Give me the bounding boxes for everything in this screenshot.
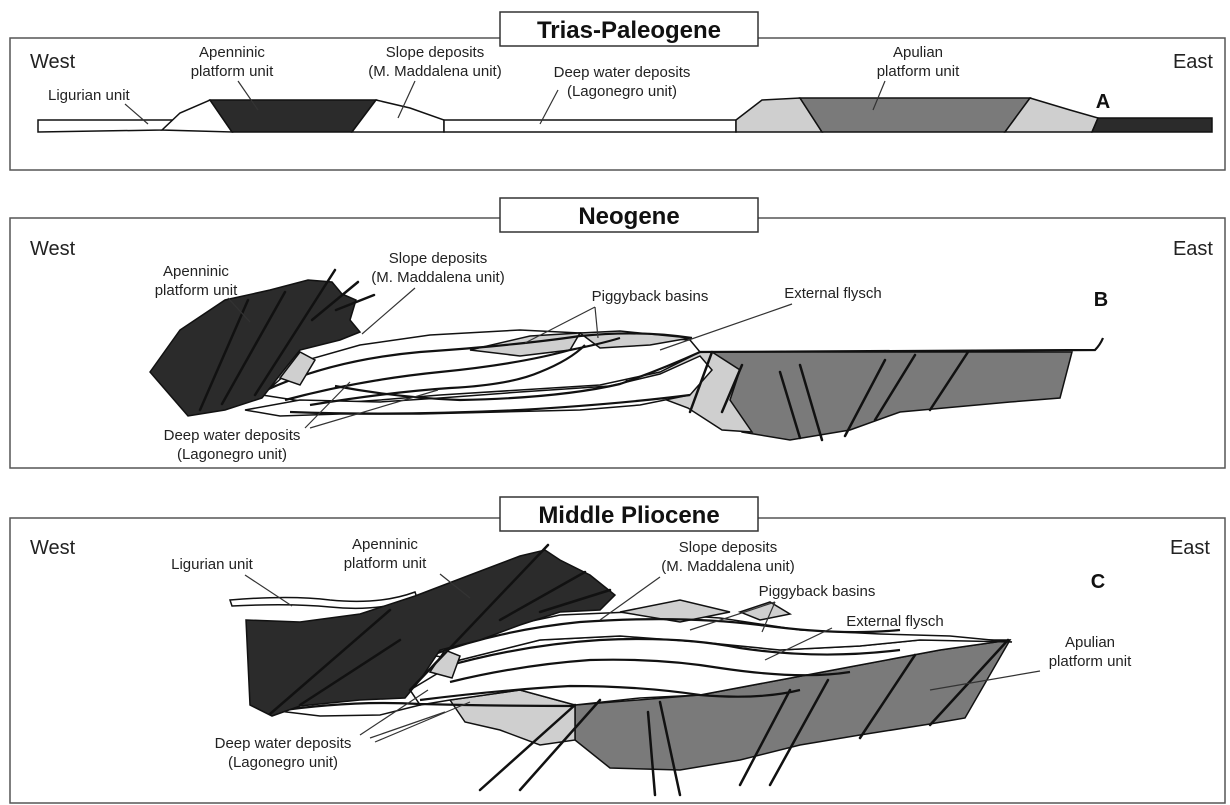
b-apenninic-label-2: platform unit (155, 282, 238, 299)
a-deep-water-deposits (444, 120, 736, 132)
panel-b-letter: B (1094, 289, 1108, 311)
a-ligurian-unit (38, 120, 180, 132)
panel-b: Neogene West East B (10, 198, 1225, 468)
panel-a-title: Trias-Paleogene (537, 17, 721, 44)
a-apulian-label-1: Apulian (893, 44, 943, 61)
a-east-basin (1092, 118, 1212, 132)
panel-b-title: Neogene (578, 203, 679, 230)
b-apenninic-label-1: Apenninic (163, 263, 229, 280)
c-slope-label-1: Slope deposits (679, 539, 777, 556)
a-slope-label-1: Slope deposits (386, 44, 484, 61)
c-apenninic-label-1: Apenninic (352, 536, 418, 553)
a-deep-label-2: (Lagonegro unit) (567, 83, 677, 100)
panel-c-title: Middle Pliocene (538, 502, 719, 529)
panel-c: Middle Pliocene West East C (10, 497, 1225, 803)
c-ligurian-label: Ligurian unit (171, 556, 254, 573)
b-deep-label-1: Deep water deposits (164, 427, 301, 444)
panel-a-east-label: East (1173, 51, 1213, 73)
a-apulian-platform (800, 98, 1030, 132)
panel-b-west-label: West (30, 238, 76, 260)
c-apenninic-label-2: platform unit (344, 555, 427, 572)
panel-a-letter: A (1096, 91, 1110, 113)
c-flysch-label: External flysch (846, 613, 944, 630)
a-apenninic-platform (210, 100, 376, 132)
a-apenninic-label-2: platform unit (191, 63, 274, 80)
a-deep-label-1: Deep water deposits (554, 64, 691, 81)
c-apulian-label-2: platform unit (1049, 653, 1132, 670)
panel-b-east-label: East (1173, 238, 1213, 260)
a-apulian-label-2: platform unit (877, 63, 960, 80)
c-slope-label-2: (M. Maddalena unit) (661, 558, 794, 575)
b-slope-label-1: Slope deposits (389, 250, 487, 267)
c-piggyback-label: Piggyback basins (759, 583, 876, 600)
panel-a: Trias-Paleogene West East A Ligurian uni… (10, 12, 1225, 170)
c-deep-label-1: Deep water deposits (215, 735, 352, 752)
c-apulian-label-1: Apulian (1065, 634, 1115, 651)
panel-c-east-label: East (1170, 537, 1210, 559)
c-deep-label-2: (Lagonegro unit) (228, 754, 338, 771)
b-deep-label-2: (Lagonegro unit) (177, 446, 287, 463)
a-slope-label-2: (M. Maddalena unit) (368, 63, 501, 80)
panel-a-west-label: West (30, 51, 76, 73)
panel-c-west-label: West (30, 537, 76, 559)
a-ligurian-label: Ligurian unit (48, 87, 131, 104)
b-piggyback-label: Piggyback basins (592, 288, 709, 305)
panel-c-letter: C (1091, 571, 1105, 593)
a-apenninic-label-1: Apenninic (199, 44, 265, 61)
b-slope-label-2: (M. Maddalena unit) (371, 269, 504, 286)
b-flysch-label: External flysch (784, 285, 882, 302)
